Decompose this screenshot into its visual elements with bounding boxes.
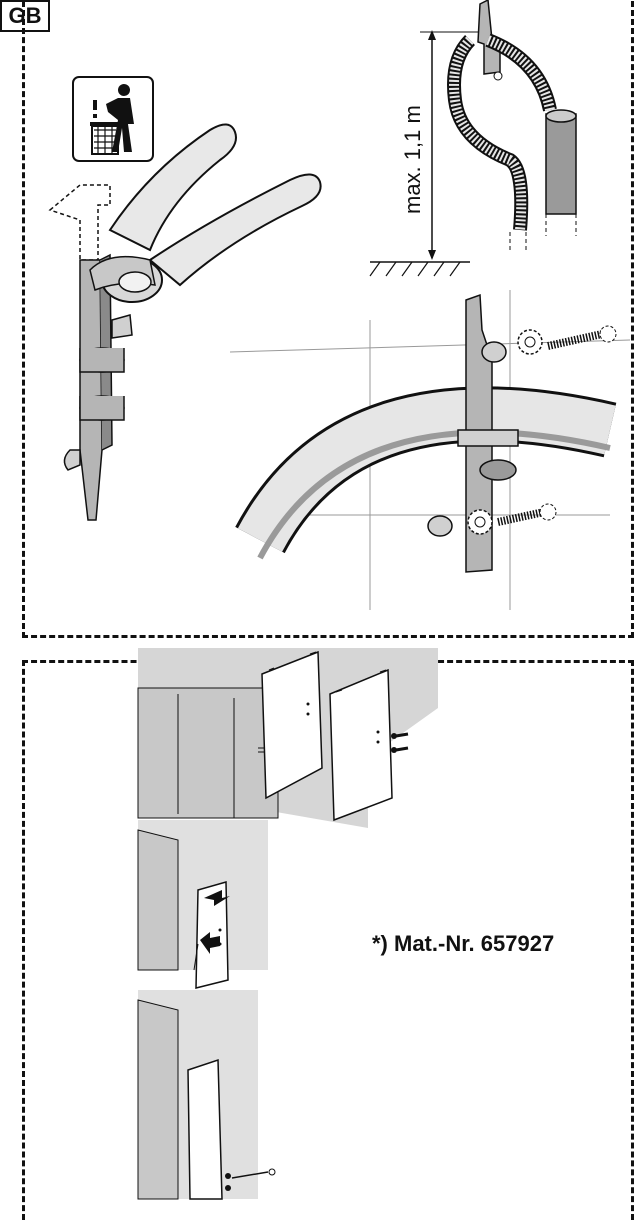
pliers-cutting-illustration (48, 123, 322, 521)
panel-fixed-illustration (137, 990, 276, 1200)
clip-wall-mount-illustration (229, 290, 631, 610)
material-number-label: *) Mat.-Nr. 657927 (372, 931, 555, 956)
language-badge: GB (0, 0, 50, 32)
trash-disposal-icon (72, 76, 154, 162)
top-instruction-panel (22, 0, 634, 638)
cabinet-panels-illustration (137, 648, 438, 828)
panel-insert-illustration (137, 820, 268, 989)
hose-height-illustration (369, 0, 577, 277)
max-height-label: max. 1,1 m (400, 105, 425, 214)
